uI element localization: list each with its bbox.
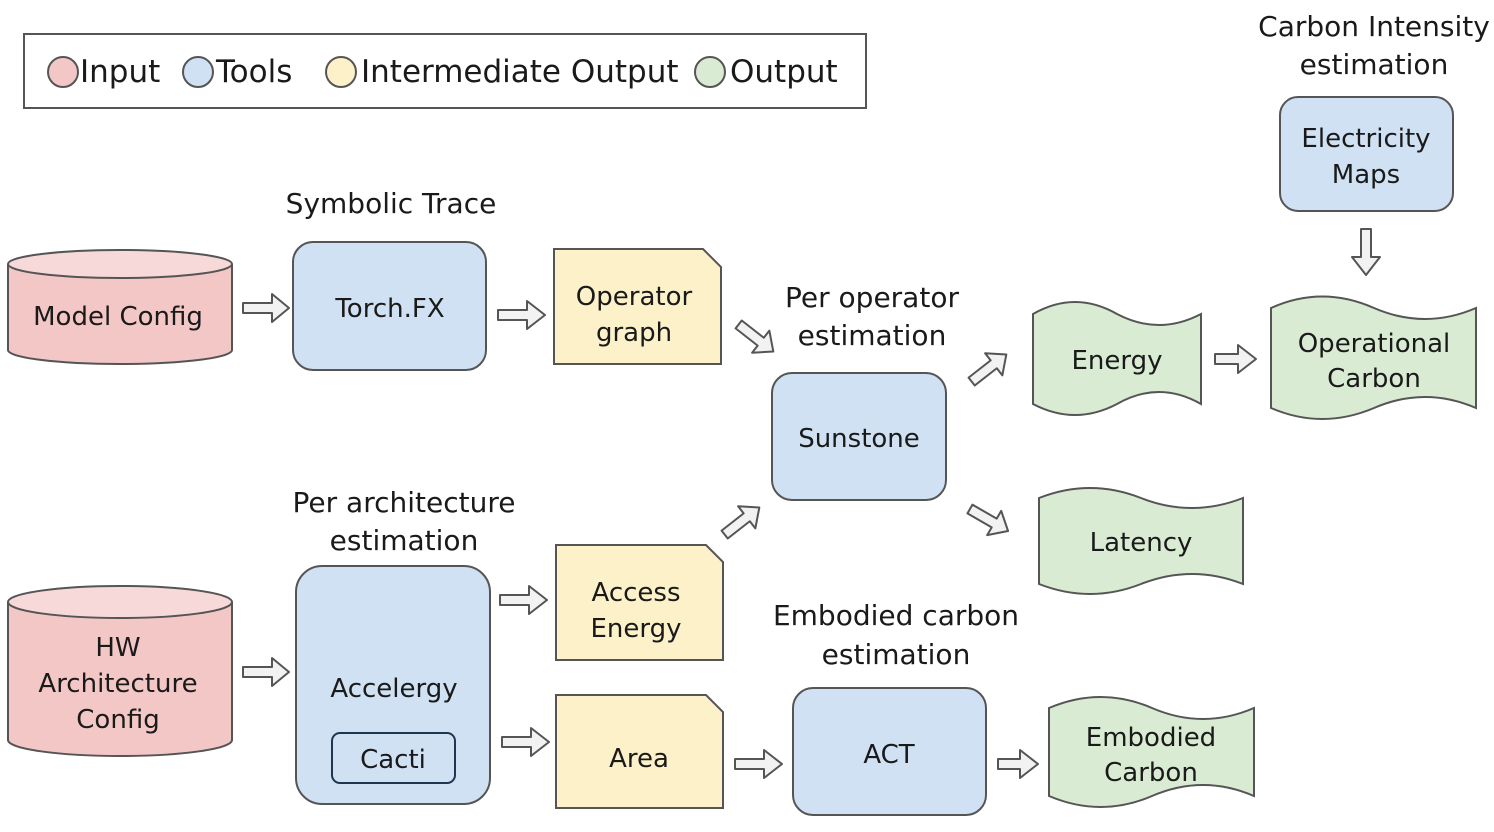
- node-energy: Energy: [1032, 301, 1202, 416]
- torch-fx-label: Torch.FX: [334, 294, 444, 324]
- caption-symbolic-trace: Symbolic Trace: [286, 187, 497, 220]
- arrow-hw-to-accelergy: [242, 657, 290, 687]
- legend-input-swatch: [47, 56, 79, 88]
- energy-label: Energy: [1071, 346, 1162, 376]
- caption-carbon-intensity-1: Carbon Intensity: [1258, 10, 1490, 43]
- legend-tools-label: Tools: [215, 54, 292, 90]
- node-embodied-carbon: Embodied Carbon: [1048, 696, 1255, 808]
- embodied-carbon-label-2: Carbon: [1104, 758, 1198, 788]
- arrow-access-energy-to-sunstone: [720, 505, 761, 540]
- node-model-config: Model Config: [7, 249, 233, 365]
- caption-embodied-2: estimation: [822, 638, 971, 671]
- operator-graph-label-2: graph: [596, 318, 672, 348]
- hw-config-label-2: Architecture: [38, 669, 197, 699]
- electricity-maps-label-2: Maps: [1332, 160, 1400, 190]
- access-energy-label-2: Energy: [590, 614, 681, 644]
- arrow-electricity-to-operational: [1351, 228, 1381, 276]
- node-operator-graph: Operator graph: [553, 248, 722, 365]
- node-torch-fx: Torch.FX: [292, 241, 487, 371]
- legend-intermediate-label: Intermediate Output: [361, 54, 679, 90]
- arrow-opgraph-to-sunstone: [734, 319, 775, 354]
- legend-tools-swatch: [182, 56, 214, 88]
- hw-config-label-3: Config: [76, 705, 159, 735]
- node-accelergy: Accelergy Cacti: [295, 565, 491, 805]
- sunstone-label: Sunstone: [798, 424, 920, 454]
- node-hw-architecture-config: HW Architecture Config: [7, 585, 233, 757]
- arrow-torchfx-to-opgraph: [497, 300, 546, 330]
- arrow-sunstone-to-energy: [967, 352, 1008, 387]
- arrow-sunstone-to-latency: [966, 503, 1010, 537]
- caption-per-operator-2: estimation: [798, 319, 947, 352]
- legend-output-label: Output: [730, 54, 838, 90]
- node-area: Area: [555, 694, 724, 809]
- arrow-accelergy-to-access-energy: [499, 585, 548, 615]
- embodied-carbon-label-1: Embodied: [1086, 723, 1216, 753]
- arrow-energy-to-operational: [1214, 344, 1257, 374]
- legend: Input Tools Intermediate Output Output: [23, 33, 867, 109]
- caption-per-operator-1: Per operator: [785, 281, 959, 314]
- area-label: Area: [609, 744, 669, 774]
- arrows: [242, 228, 1381, 779]
- legend-intermediate-swatch: [325, 56, 357, 88]
- node-act: ACT: [792, 687, 987, 816]
- caption-carbon-intensity-2: estimation: [1300, 48, 1449, 81]
- node-sunstone: Sunstone: [771, 372, 947, 501]
- operational-carbon-label-1: Operational: [1298, 329, 1451, 359]
- access-energy-label-1: Access: [591, 578, 680, 608]
- node-latency: Latency: [1038, 487, 1244, 595]
- caption-per-architecture-2: estimation: [330, 524, 479, 557]
- node-cacti: [331, 732, 456, 784]
- legend-output-swatch: [694, 56, 726, 88]
- electricity-maps-label-1: Electricity: [1301, 124, 1430, 154]
- operator-graph-label-1: Operator: [576, 282, 693, 312]
- caption-embodied-1: Embodied carbon: [773, 599, 1019, 632]
- accelergy-label: Accelergy: [330, 674, 457, 704]
- node-operational-carbon: Operational Carbon: [1270, 295, 1477, 420]
- arrow-accelergy-to-area: [501, 727, 550, 757]
- act-label: ACT: [863, 740, 914, 770]
- arrow-model-to-torchfx: [242, 293, 290, 323]
- operational-carbon-label-2: Carbon: [1327, 364, 1421, 394]
- latency-label: Latency: [1090, 528, 1193, 558]
- model-config-label: Model Config: [33, 302, 203, 332]
- arrow-area-to-act: [734, 749, 783, 779]
- caption-per-architecture-1: Per architecture: [293, 486, 516, 519]
- cacti-label: Cacti: [360, 745, 426, 775]
- arrow-act-to-embodied: [997, 749, 1039, 779]
- legend-input-label: Input: [80, 54, 160, 90]
- node-electricity-maps: Electricity Maps: [1279, 96, 1454, 212]
- hw-config-label-1: HW: [95, 633, 140, 663]
- node-access-energy: Access Energy: [555, 544, 724, 661]
